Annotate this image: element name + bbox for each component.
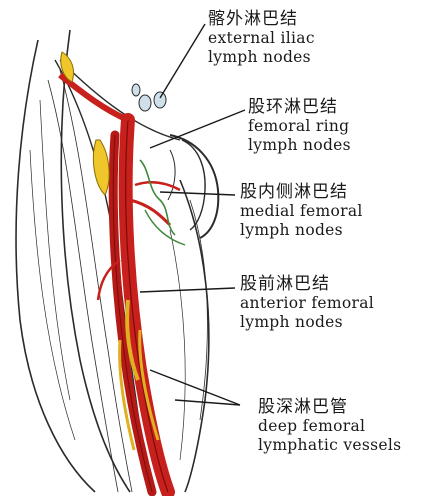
- label-en-line1: medial femoral: [240, 202, 363, 221]
- label-zh: 股前淋巴结: [240, 275, 374, 294]
- label-femoral-ring: 股环淋巴结 femoral ring lymph nodes: [248, 98, 351, 155]
- label-en-line2: lymph nodes: [240, 313, 374, 332]
- label-anterior-femoral: 股前淋巴结 anterior femoral lymph nodes: [240, 275, 374, 332]
- label-external-iliac: 髂外淋巴结 external iliac lymph nodes: [208, 10, 315, 67]
- label-zh: 股内侧淋巴结: [240, 183, 363, 202]
- label-en-line1: femoral ring: [248, 117, 351, 136]
- leader-external-iliac: [160, 24, 205, 98]
- label-en-line1: anterior femoral: [240, 294, 374, 313]
- label-en-line2: lymph nodes: [208, 48, 315, 67]
- lymph-node-cluster-upper: [93, 140, 109, 195]
- label-en-line2: lymphatic vessels: [258, 436, 401, 455]
- label-medial-femoral: 股内侧淋巴结 medial femoral lymph nodes: [240, 183, 363, 240]
- label-en-line1: external iliac: [208, 29, 315, 48]
- leader-femoral-ring: [150, 110, 245, 148]
- femoral-vessels: [60, 75, 180, 492]
- thigh-outline-left: [16, 40, 95, 492]
- label-en-line2: lymph nodes: [248, 136, 351, 155]
- label-zh: 股深淋巴管: [258, 398, 401, 417]
- label-zh: 股环淋巴结: [248, 98, 351, 117]
- label-en-line2: lymph nodes: [240, 221, 363, 240]
- leader-anterior-femoral: [140, 288, 235, 292]
- label-zh: 髂外淋巴结: [208, 10, 315, 29]
- label-en-line1: deep femoral: [258, 417, 401, 436]
- leader-deep-femoral-a: [150, 370, 240, 405]
- label-deep-femoral: 股深淋巴管 deep femoral lymphatic vessels: [258, 398, 401, 455]
